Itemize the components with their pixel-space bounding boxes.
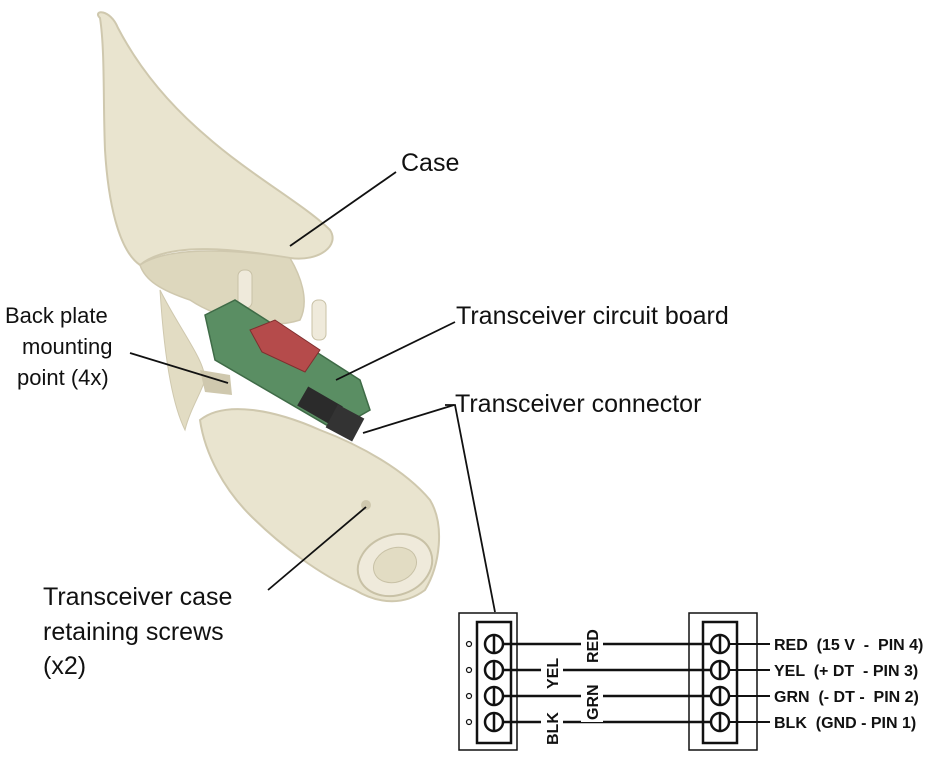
gap-blk	[541, 703, 563, 747]
left-dot-2	[465, 666, 473, 674]
label-screws-2: retaining screws	[43, 618, 224, 646]
cable-gland-inner	[373, 546, 417, 584]
left-connector-housing	[458, 612, 518, 751]
case-upper-inner	[139, 250, 305, 325]
right-terminal-4	[709, 711, 731, 733]
leader-back-plate	[129, 352, 229, 384]
left-terminal-1	[483, 633, 505, 655]
label-back-plate-3: point (4x)	[17, 365, 109, 390]
label-case: Case	[401, 149, 459, 177]
circuit-board	[204, 299, 371, 431]
wire-label-grn: GRN	[585, 684, 602, 720]
right-terminal-block	[701, 620, 739, 745]
callout-labels: Case Back plate mounting point (4x) Tran…	[5, 149, 729, 680]
device-illustration	[97, 11, 441, 603]
standoff-right	[311, 299, 327, 341]
wire-label-yel: YEL	[545, 658, 562, 689]
left-dot-3	[465, 692, 473, 700]
board-chip-red	[249, 319, 321, 373]
standoff-left	[237, 269, 253, 309]
label-back-plate-2: mounting	[22, 334, 113, 359]
leader-circuit-board	[335, 321, 456, 381]
board-chip-dark	[297, 386, 343, 426]
screw-hole	[361, 500, 371, 510]
wire-label-blk: BLK	[545, 712, 562, 745]
wiring-diagram	[458, 612, 770, 751]
label-screws-3: (x2)	[43, 652, 86, 680]
leader-lines	[129, 171, 496, 613]
label-screws-1: Transceiver case	[43, 583, 232, 611]
leader-connector	[362, 404, 455, 434]
leader-screws	[267, 506, 367, 591]
label-connector: Transceiver connector	[455, 390, 701, 418]
left-dot-1	[465, 640, 473, 648]
gap-red	[581, 624, 603, 668]
right-terminal-2	[709, 659, 731, 681]
case-upper-shell	[97, 11, 334, 267]
gap-grn	[581, 676, 603, 722]
left-dot-4	[465, 718, 473, 726]
pin-label-3: YEL (+ DT - PIN 3)	[774, 663, 918, 680]
wire-label-red: RED	[585, 629, 602, 663]
pin-label-4: RED (15 V - PIN 4)	[774, 637, 923, 654]
label-back-plate-1: Back plate	[5, 303, 108, 328]
right-terminal-3	[709, 685, 731, 707]
left-terminal-3	[483, 685, 505, 707]
right-connector-housing	[688, 612, 758, 751]
pin-labels: RED (15 V - PIN 4) YEL (+ DT - PIN 3) GR…	[774, 637, 923, 732]
gap-yel	[541, 652, 563, 692]
right-terminal-1	[709, 633, 731, 655]
back-plate-left	[159, 289, 206, 432]
leader-connector-to-block	[445, 404, 496, 613]
leader-case	[289, 171, 397, 247]
label-circuit-board: Transceiver circuit board	[456, 302, 729, 330]
left-terminal-2	[483, 659, 505, 681]
pin-label-1: BLK (GND - PIN 1)	[774, 715, 916, 732]
pin-label-2: GRN (- DT - PIN 2)	[774, 689, 919, 706]
left-terminal-4	[483, 711, 505, 733]
wire-labels: RED YEL GRN BLK	[545, 629, 602, 745]
connector-block	[325, 404, 365, 442]
left-terminal-block	[475, 620, 513, 745]
